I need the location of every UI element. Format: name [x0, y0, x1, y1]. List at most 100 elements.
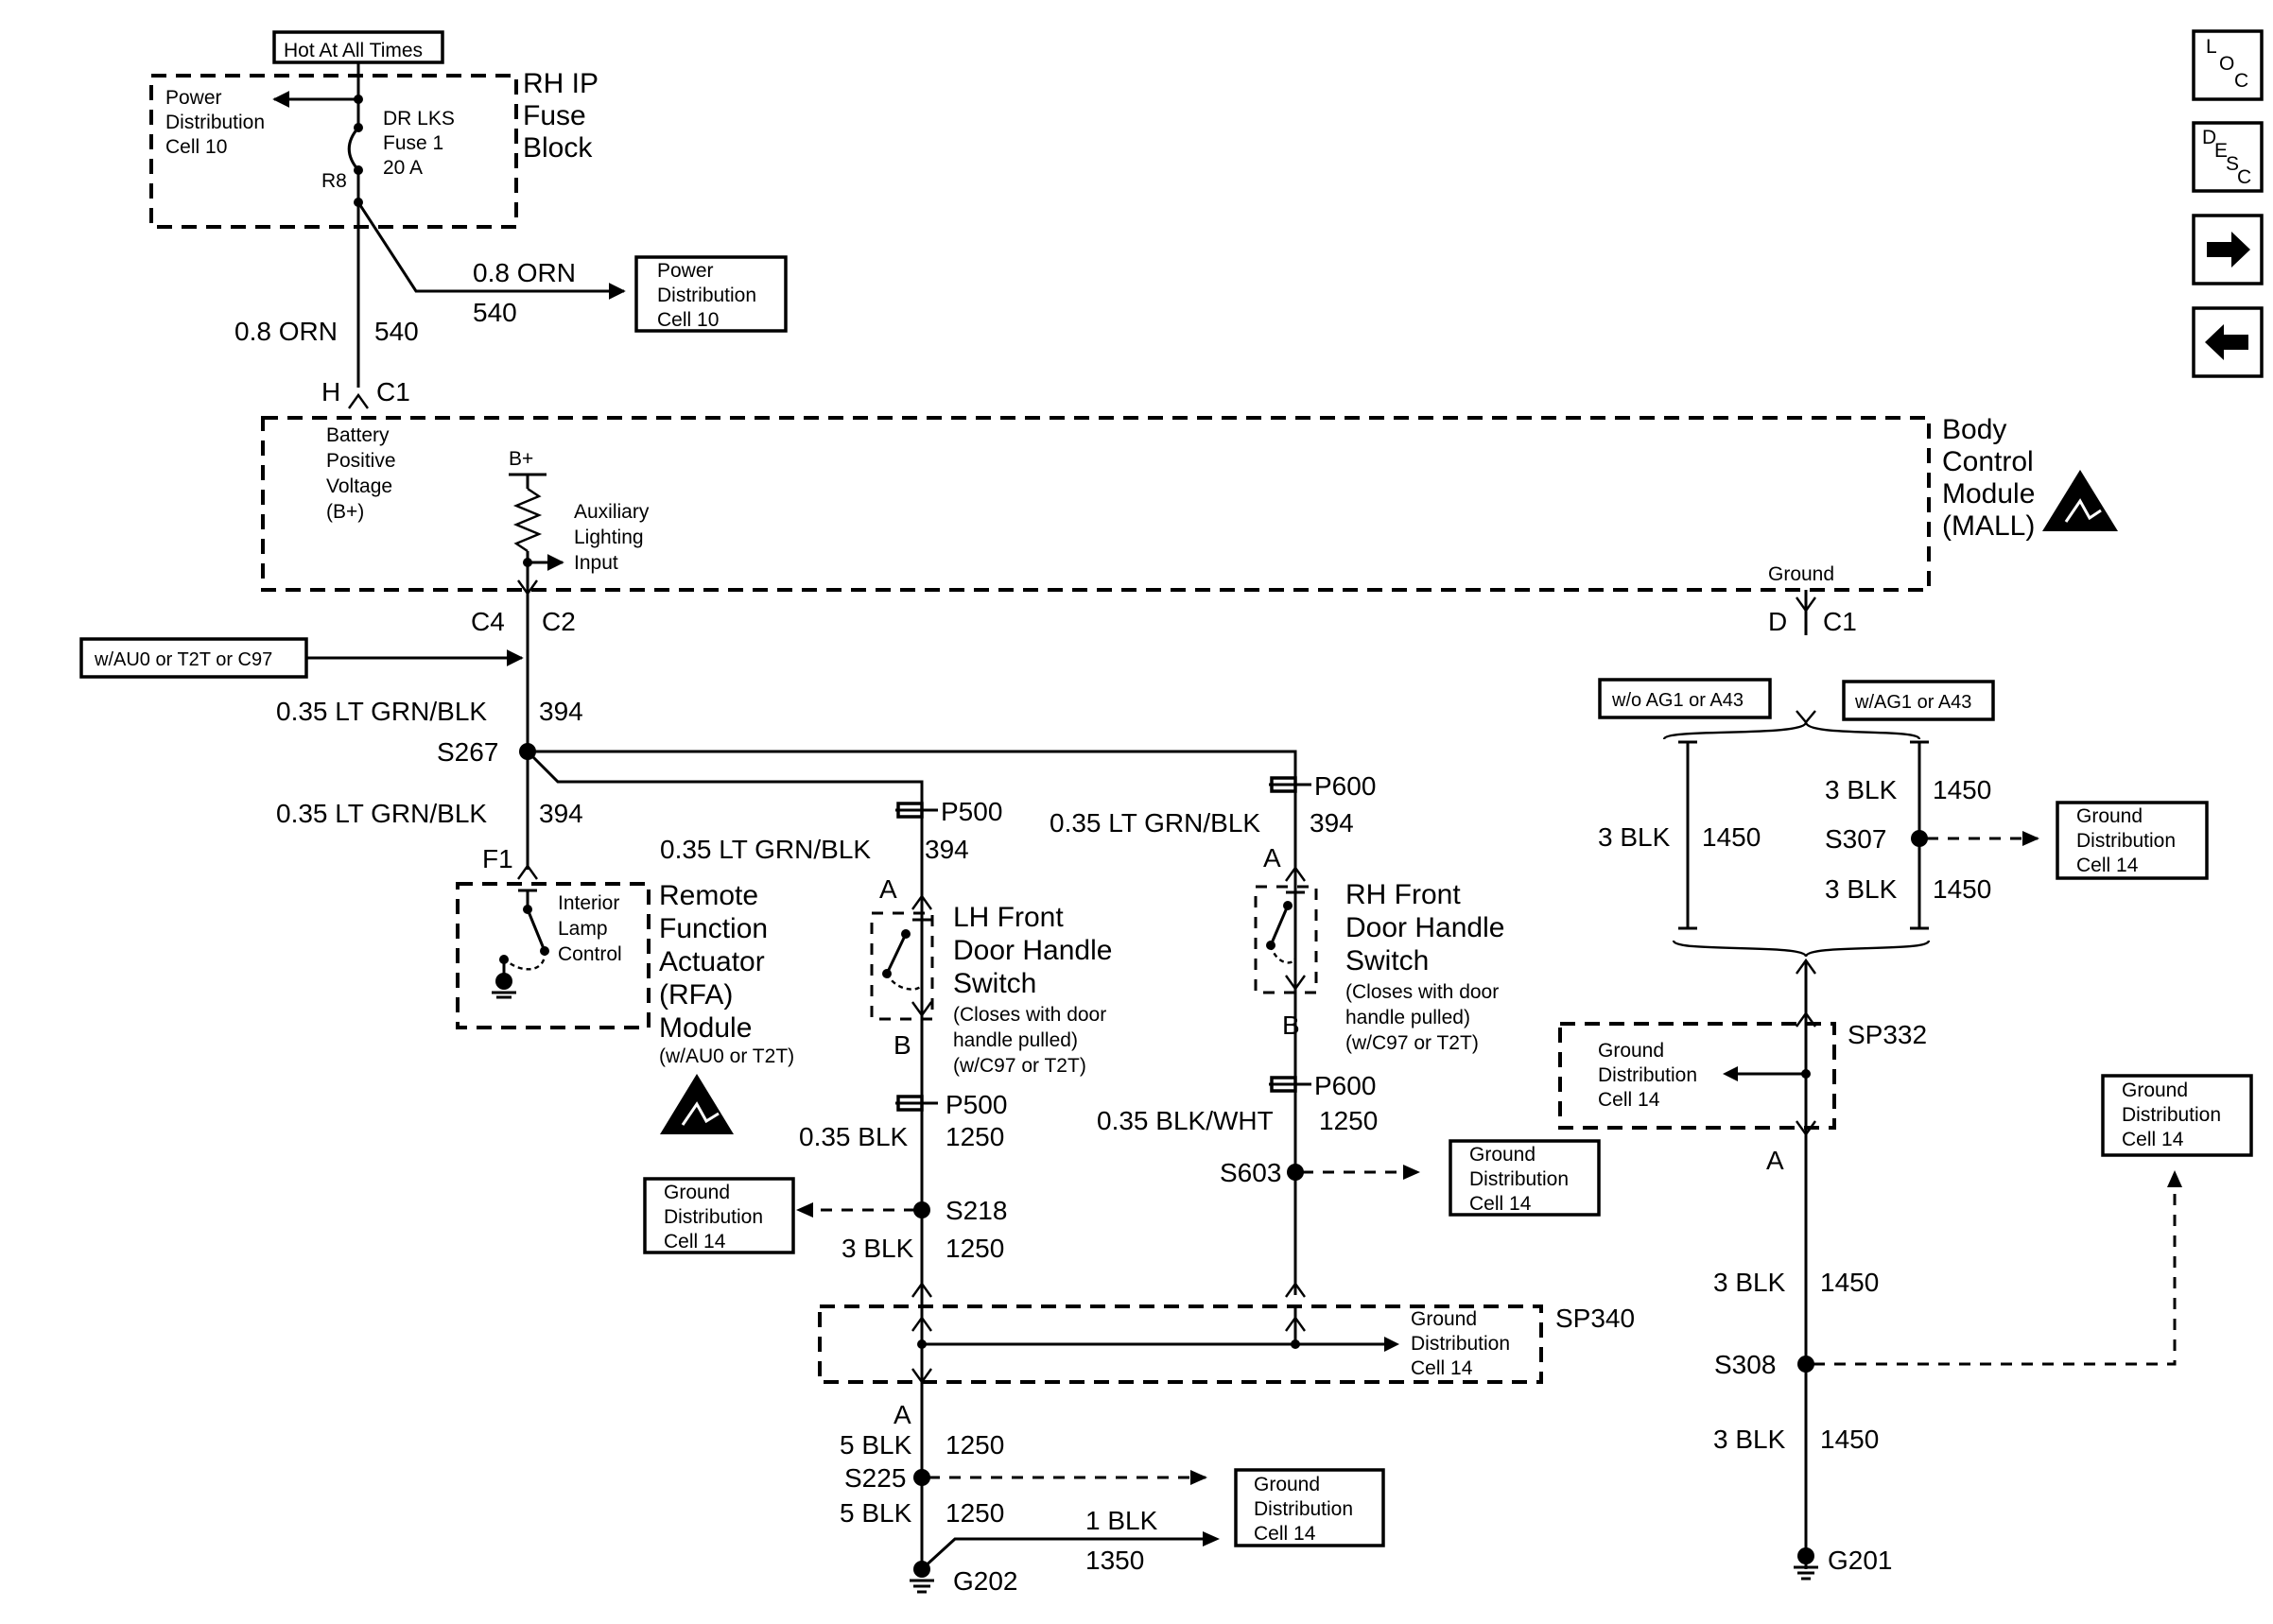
lh-switch-note-line2: handle pulled) — [953, 1029, 1078, 1051]
lh-connector-a: A — [879, 874, 897, 904]
rfa-outline — [456, 882, 651, 1029]
desc-letter-s: S — [2226, 153, 2239, 175]
gd-s307-line3: Cell 14 — [2076, 855, 2139, 876]
rh-switch-outline — [1254, 885, 1318, 994]
bcm-title-line4: (MALL) — [1942, 510, 2035, 542]
power-distribution-box-line1: Power — [657, 260, 714, 282]
ground-g201: G201 — [1828, 1546, 1893, 1575]
option-w-ag1: w/AG1 or A43 — [1854, 692, 1971, 713]
wo-ag1-wire-size: 3 BLK — [1598, 822, 1671, 852]
bplus-label-line1: Battery — [326, 424, 390, 446]
gd-s218-line1: Ground — [664, 1182, 730, 1203]
loc-button[interactable]: L O C — [2192, 29, 2264, 101]
g202-branch-wire-size: 1 BLK — [1085, 1506, 1158, 1535]
fuse-label-line3: 20 A — [383, 157, 423, 179]
rfa-note: (w/AU0 or T2T) — [659, 1045, 794, 1067]
prev-arrow-icon — [2205, 324, 2248, 360]
gd-sp332-line1: Ground — [1598, 1040, 1664, 1062]
body-control-module: Body Control Module (MALL) Battery Posit… — [261, 414, 2118, 635]
ground-distribution-box-s603 — [1449, 1139, 1601, 1217]
lh-switch-note-line3: (w/C97 or T2T) — [953, 1055, 1086, 1077]
option-w-ag1-box — [1842, 680, 1995, 721]
next-button[interactable] — [2192, 214, 2264, 285]
gd-s308-line3: Cell 14 — [2122, 1129, 2184, 1150]
s225-upper-wire-size: 5 BLK — [840, 1430, 912, 1460]
gd-sp332-line2: Distribution — [1598, 1064, 1697, 1086]
loc-letter-c: C — [2234, 70, 2248, 92]
bcm-connector-pin-h: H — [321, 377, 340, 406]
rh-door-handle-switch: P600 0.35 LT GRN/BLK 394 A RH Front Door… — [1050, 771, 1601, 1298]
splice-s267: S267 — [437, 737, 498, 767]
ground-distribution-box-s218 — [643, 1177, 795, 1254]
lh-wire-blk-size: 0.35 BLK — [799, 1122, 909, 1151]
lh-wire-size-color: 0.35 LT GRN/BLK — [660, 835, 871, 864]
desc-button[interactable]: D E S C — [2192, 121, 2264, 193]
interior-lamp-line1: Interior — [558, 892, 619, 914]
splice-s603-dot — [1287, 1164, 1304, 1181]
gd-s225-line1: Ground — [1254, 1474, 1320, 1495]
rh-wire-blkwht-circuit: 1250 — [1319, 1106, 1378, 1135]
desc-letter-c: C — [2237, 166, 2251, 188]
s225-lower-wire-size: 5 BLK — [840, 1498, 912, 1528]
lh-switch-outline — [870, 911, 934, 1021]
gd-s307-line1: Ground — [2076, 805, 2143, 827]
s307-upper-wire-size: 3 BLK — [1825, 775, 1898, 804]
wire-394-lower-size-color: 0.35 LT GRN/BLK — [276, 799, 487, 828]
rh-wire-blkwht-size: 0.35 BLK/WHT — [1097, 1106, 1274, 1135]
rh-connector-a: A — [1263, 843, 1281, 872]
gd-s225-line3: Cell 14 — [1254, 1523, 1316, 1545]
desc-letter-d: D — [2202, 127, 2216, 148]
prev-button[interactable] — [2192, 306, 2264, 378]
power-distribution-box — [634, 255, 788, 333]
rh-switch-note-line2: handle pulled) — [1345, 1007, 1470, 1028]
connector-p500-lower: P500 — [946, 1090, 1007, 1119]
s218-wire-size: 3 BLK — [842, 1234, 914, 1263]
lh-connector-b: B — [894, 1030, 911, 1060]
g202-ground-run: A 5 BLK 1250 S225 5 BLK 1250 1 BLK 1350 … — [840, 1382, 1385, 1596]
wire-540: 0.8 ORN 540 0.8 ORN 540 Power Distributi… — [234, 201, 788, 409]
splice-s603: S603 — [1220, 1158, 1281, 1187]
next-arrow-icon — [2207, 232, 2250, 268]
rfa-title-line3: Actuator — [659, 946, 765, 977]
s225-lower-wire-circuit: 1250 — [946, 1498, 1004, 1528]
fuse-block-title-line3: Block — [523, 132, 593, 164]
aux-lighting-line2: Lighting — [574, 527, 644, 548]
gd-s225-line2: Distribution — [1254, 1498, 1353, 1520]
gd-sp340-line3: Cell 14 — [1411, 1357, 1473, 1379]
s307-lower-wire-size: 3 BLK — [1825, 874, 1898, 904]
gd-sp340-line2: Distribution — [1411, 1333, 1510, 1355]
bplus-symbol-label: B+ — [509, 448, 533, 470]
sp340-outline — [818, 1304, 1543, 1384]
g202-branch-wire-circuit: 1350 — [1085, 1546, 1144, 1575]
splice-s225-dot — [913, 1469, 930, 1486]
gd-sp340-line1: Ground — [1411, 1308, 1477, 1330]
fuse-pd-ref-line2: Distribution — [165, 112, 265, 133]
option-note-label: w/AU0 or T2T or C97 — [94, 649, 272, 670]
splice-s225: S225 — [844, 1463, 906, 1493]
connector-sp332: SP332 — [1848, 1020, 1927, 1049]
splice-s218-dot — [913, 1201, 930, 1218]
rfa-title-line5: Module — [659, 1012, 752, 1044]
fuse-label-line2: Fuse 1 — [383, 132, 443, 154]
fuse-block-title-line1: RH IP — [523, 68, 599, 99]
fuse-block: Hot At All Times RH IP Fuse Block Power … — [149, 30, 599, 229]
s307-lower-wire-circuit: 1450 — [1933, 874, 1991, 904]
bcm-title-line3: Module — [1942, 478, 2035, 510]
rfa-title-line2: Function — [659, 913, 768, 944]
bplus-label-line4: (B+) — [326, 501, 364, 523]
lh-switch-contact-icon — [885, 933, 908, 975]
bcm-connector-d: D — [1768, 607, 1787, 636]
power-distribution-box-line2: Distribution — [657, 285, 756, 306]
ground-g202: G202 — [953, 1566, 1018, 1596]
s225-upper-wire-circuit: 1250 — [946, 1430, 1004, 1460]
bplus-label-line3: Voltage — [326, 475, 392, 497]
splice-s308-dot — [1797, 1356, 1814, 1373]
lh-switch-title-line2: Door Handle — [953, 935, 1112, 966]
connector-p600-upper: P600 — [1314, 771, 1376, 801]
splice-s307: S307 — [1825, 824, 1886, 854]
right-ground-circuit: D C1 w/o AG1 or A43 w/AG1 or A43 3 BLK 1… — [1558, 607, 2253, 1581]
gd-s603-line2: Distribution — [1469, 1168, 1569, 1190]
loc-letter-o: O — [2219, 53, 2234, 75]
wire-540-size-color: 0.8 ORN — [234, 317, 338, 346]
